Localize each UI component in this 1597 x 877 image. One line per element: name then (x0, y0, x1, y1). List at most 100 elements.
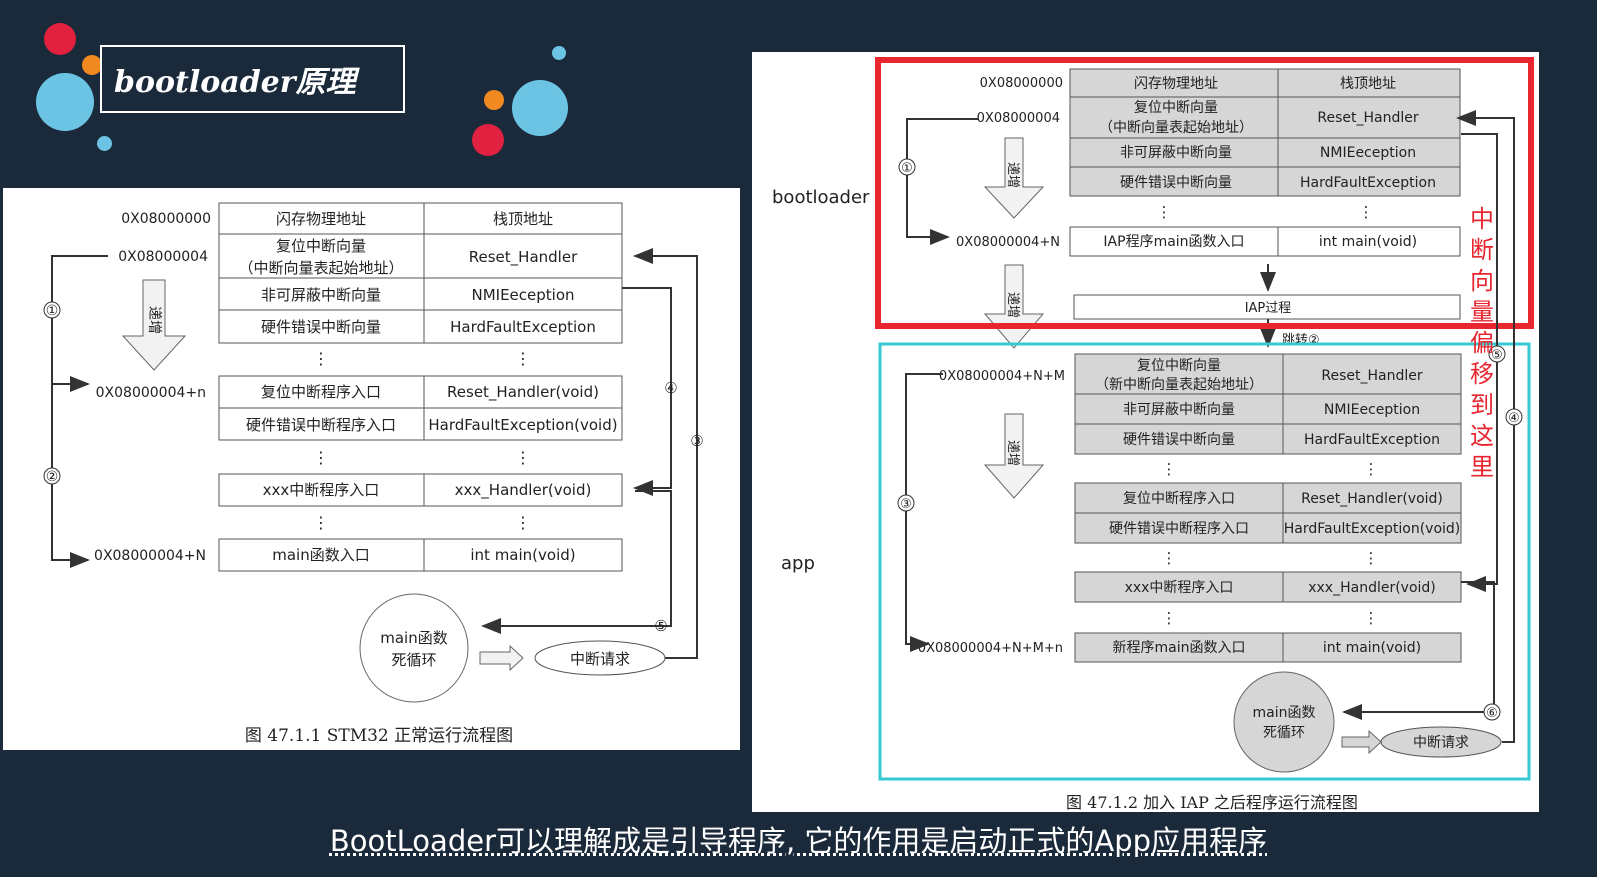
table-cell: 硬件错误中断向量 (261, 318, 381, 336)
table-cell: 非可屏蔽中断向量 (1120, 145, 1232, 161)
ellipsis: ⋮ (1162, 460, 1177, 478)
table-cell-sub: （中断向量表起始地址） (238, 259, 403, 277)
decor-circle-orange-1 (82, 55, 102, 75)
ellipsis: ⋮ (1359, 203, 1374, 221)
app-vector-table: 复位中断向量 （新中断向量表起始地址） Reset_Handler 非可屏蔽中断… (1074, 353, 1462, 455)
step-marker: ⑤ (1491, 348, 1503, 363)
table-cell: 非可屏蔽中断向量 (1123, 402, 1235, 418)
slide-subtitle: BootLoader可以理解成是引导程序, 它的作用是启动正式的App应用程序 (329, 824, 1268, 858)
app-highlight-box (878, 342, 1531, 781)
address-label: 0X08000004 (118, 249, 208, 265)
jump-label: 跳转② (1282, 333, 1320, 348)
table-cell: 复位中断程序入口 (261, 383, 381, 401)
main-loop-label: 死循环 (1263, 725, 1305, 741)
table-cell: 复位中断向量 (276, 237, 366, 255)
figure-normal-flow-panel: 0X08000000 0X08000004 0X08000004+n 0X080… (3, 188, 740, 750)
decor-circle-red-2 (472, 124, 504, 156)
ellipsis: ⋮ (313, 448, 329, 467)
table-cell: NMIEeception (1324, 402, 1420, 418)
increment-arrow (983, 137, 1045, 219)
interrupt-request-label: 中断请求 (1413, 735, 1469, 751)
arrow-right-icon (1341, 729, 1382, 755)
increment-label: 递增 (1005, 292, 1020, 318)
section-label-bootloader: bootloader (772, 187, 870, 208)
step-marker: ① (46, 303, 59, 319)
annotation-char: 中 (1470, 205, 1494, 233)
vector-table: 闪存物理地址 栈顶地址 复位中断向量 （中断向量表起始地址） Reset_Han… (218, 202, 623, 344)
increment-arrow (121, 279, 187, 371)
figure-caption: 图 47.1.1 STM32 正常运行流程图 (245, 726, 513, 746)
app-handler-table: 复位中断程序入口 Reset_Handler(void) 硬件错误中断程序入口 … (1074, 482, 1462, 544)
annotation-char: 量 (1470, 298, 1494, 326)
table-cell: Reset_Handler (1317, 110, 1418, 126)
ellipsis: ⋮ (1162, 549, 1177, 567)
table-cell: 栈顶地址 (493, 210, 553, 228)
handler-table: 复位中断程序入口 Reset_Handler(void) 硬件错误中断程序入口 … (218, 375, 623, 441)
main-loop-label: 死循环 (391, 651, 436, 669)
table-cell: HardFaultException (450, 318, 596, 336)
ellipsis: ⋮ (515, 448, 531, 467)
table-cell: Reset_Handler (1321, 368, 1422, 384)
app-main-row: 新程序main函数入口 int main(void) (1074, 632, 1462, 663)
ellipsis: ⋮ (313, 349, 329, 368)
increment-label: 递增 (1005, 162, 1020, 188)
step-marker: ⑤ (654, 617, 667, 635)
slide-title: bootloader原理 (114, 65, 356, 100)
table-cell: Reset_Handler (469, 248, 578, 267)
ellipsis: ⋮ (1364, 549, 1379, 567)
table-cell: 硬件错误中断向量 (1120, 175, 1232, 191)
iap-process-label: IAP过程 (1245, 301, 1292, 316)
step-marker: ④ (664, 379, 677, 397)
annotation-char: 到 (1470, 391, 1494, 419)
figure-normal-flow-diagram: 0X08000000 0X08000004 0X08000004+n 0X080… (43, 202, 704, 746)
table-cell: 复位中断向量 (1137, 357, 1221, 374)
step-marker: ② (46, 469, 59, 485)
table-cell-sub: （中断向量表起始地址） (1099, 120, 1253, 136)
table-cell: main函数入口 (272, 546, 369, 564)
address-label: 0X08000004+N+M+n (918, 641, 1063, 656)
slide-title-box: bootloader原理 (100, 45, 405, 113)
table-cell: 复位中断向量 (1134, 99, 1218, 116)
iap-main-row: IAP程序main函数入口 int main(void) (1069, 226, 1461, 257)
increment-arrow (983, 413, 1045, 499)
main-loop-circle (1233, 671, 1335, 773)
address-label: 0X08000004+N (956, 235, 1060, 250)
ellipsis: ⋮ (1162, 609, 1177, 627)
app-xxx-handler-row: xxx中断程序入口 xxx_Handler(void) (1074, 571, 1462, 603)
address-label: 0X08000004 (977, 111, 1060, 126)
decor-circle-blue-3 (512, 80, 568, 136)
annotation-char: 断 (1470, 236, 1494, 264)
decor-circle-orange-2 (484, 90, 504, 110)
address-label: 0X08000000 (980, 76, 1063, 91)
ellipsis: ⋮ (1157, 203, 1172, 221)
decor-circle-blue-1 (36, 73, 94, 131)
table-cell: int main(void) (1319, 234, 1417, 250)
table-cell: HardFaultException(void) (428, 416, 617, 434)
table-cell: xxx中断程序入口 (1125, 580, 1234, 596)
main-loop-label: main函数 (380, 629, 447, 647)
annotation-char: 里 (1470, 453, 1494, 481)
table-cell-sub: （新中断向量表起始地址） (1095, 377, 1263, 393)
address-label: 0X08000000 (121, 211, 211, 227)
bootloader-highlight-box (875, 57, 1534, 329)
table-cell: 硬件错误中断向量 (1123, 432, 1235, 448)
increment-label: 递增 (1005, 440, 1020, 466)
figure-iap-flow-diagram: bootloader app 0X08000000 0X08000004 0X0… (772, 57, 1534, 812)
table-cell: 复位中断程序入口 (1123, 490, 1235, 507)
annotation-char: 向 (1470, 267, 1494, 295)
table-cell: 闪存物理地址 (276, 210, 366, 228)
offset-annotation: 中 断 向 量 偏 移 到 这 里 (1470, 205, 1494, 481)
ellipsis: ⋮ (515, 513, 531, 532)
step-marker: ① (901, 161, 913, 176)
table-cell: Reset_Handler(void) (1301, 491, 1443, 507)
annotation-char: 移 (1470, 360, 1494, 388)
table-cell: NMIEeception (471, 286, 574, 304)
table-cell: xxx_Handler(void) (1308, 580, 1436, 596)
table-cell: IAP程序main函数入口 (1103, 234, 1244, 250)
step-marker: ⑥ (1486, 706, 1498, 721)
address-label: 0X08000004+n (96, 385, 206, 401)
arrow-right-icon (479, 644, 524, 672)
table-cell: 栈顶地址 (1340, 76, 1396, 92)
section-label-app: app (781, 553, 815, 574)
table-cell: xxx中断程序入口 (263, 481, 380, 499)
